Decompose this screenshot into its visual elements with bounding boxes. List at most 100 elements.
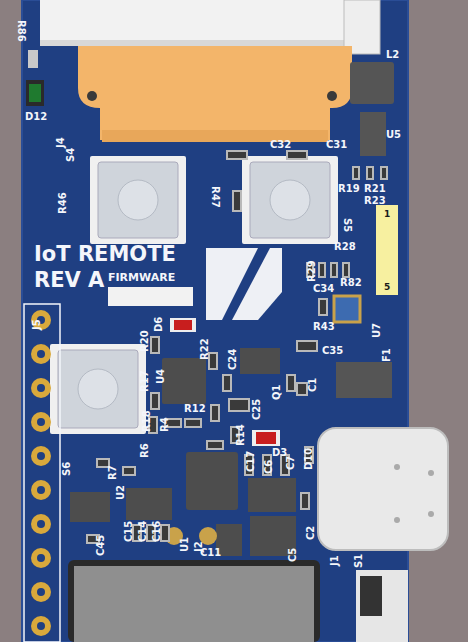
silkscreen-label: R21 (364, 184, 386, 194)
smd-body (152, 394, 158, 408)
silkscreen-label: R28 (334, 242, 356, 252)
silkscreen-label: C2 (306, 526, 316, 540)
pin-hole (37, 452, 45, 460)
silkscreen-label: R6 (140, 443, 150, 458)
smd-body (302, 494, 308, 508)
pin-hole (37, 486, 45, 494)
silkscreen-label: D12 (25, 112, 47, 122)
header-pin (31, 582, 51, 602)
silkscreen-label: R29 (307, 260, 317, 282)
silkscreen-label: J4 (56, 137, 66, 148)
smd-part (286, 374, 296, 392)
smd-body (298, 342, 316, 350)
header-pin (31, 378, 51, 398)
smd-part (296, 382, 308, 396)
silkscreen-label: S4 (66, 148, 76, 162)
smd-part (228, 398, 250, 412)
silkscreen-label: D10 (304, 448, 314, 470)
smd-part (352, 166, 360, 180)
smd-body (288, 152, 306, 158)
silkscreen-label: D3 (272, 448, 287, 458)
pin-hole (37, 350, 45, 358)
header-pin (31, 412, 51, 432)
button-cap (270, 180, 310, 220)
smd-body (320, 264, 324, 276)
smd-part (222, 374, 232, 392)
silkscreen-label: R17 (140, 370, 150, 392)
silkscreen-label: U4 (156, 369, 166, 384)
button-cap (118, 180, 158, 220)
pin-hole (37, 418, 45, 426)
smd-part (210, 404, 220, 422)
smd-body (152, 338, 158, 352)
smd-body (98, 460, 108, 466)
smd-part (226, 150, 248, 160)
smd-part (206, 440, 224, 450)
silkscreen-label: J5 (32, 319, 42, 330)
board-title: REV A (34, 270, 104, 291)
smd-part (366, 166, 374, 180)
pin-hole (37, 622, 45, 630)
smd-body (208, 442, 222, 448)
header-pin (31, 548, 51, 568)
silkscreen-label: L2 (386, 50, 399, 60)
smd-body (224, 376, 230, 390)
smd-part (232, 190, 242, 212)
silkscreen-label: FIRMWARE (108, 272, 175, 283)
smd-body (186, 420, 200, 426)
smd-body (320, 300, 326, 314)
silkscreen-label: R22 (200, 338, 210, 360)
header-pin (31, 310, 51, 330)
silkscreen-label: R12 (184, 404, 206, 414)
button-frame (90, 156, 186, 244)
smd-body (354, 168, 358, 178)
silkscreen-label: S6 (62, 462, 72, 476)
silkscreen-label: U5 (386, 130, 401, 140)
smd-part (296, 340, 318, 352)
silkscreen-label: C32 (270, 140, 291, 150)
silkscreen-label: R23 (364, 196, 386, 206)
silkscreen-label: C17 (246, 451, 256, 472)
pin-hole (37, 384, 45, 392)
silkscreen-label: C25 (252, 399, 262, 420)
smd-part (330, 262, 338, 278)
smd-body (288, 376, 294, 390)
header-pin (31, 480, 51, 500)
smd-body (234, 192, 240, 210)
silkscreen-label: C1 (308, 378, 318, 392)
silkscreen-label: D6 (154, 317, 164, 332)
tact-button (98, 162, 178, 238)
silkscreen-label: R20 (140, 330, 150, 352)
smd-body (210, 354, 216, 368)
silkscreen-label: 1 (384, 210, 390, 219)
smd-part (286, 150, 308, 160)
silkscreen-label: S5 (342, 218, 352, 232)
silkscreen-label: C16 (152, 521, 162, 542)
silkscreen-label: R47 (210, 186, 220, 208)
button-frame (242, 156, 338, 244)
silkscreen-label: 5 (384, 283, 390, 292)
silkscreen-label: C11 (200, 548, 221, 558)
tact-button (58, 350, 138, 428)
silkscreen-label: F1 (382, 348, 392, 362)
button-frame (50, 344, 146, 434)
silkscreen-label: R82 (340, 278, 362, 288)
header-pin (31, 616, 51, 636)
silkscreen-label: C15 (124, 521, 134, 542)
silkscreen-label: R43 (313, 322, 335, 332)
smd-body (162, 526, 168, 540)
smd-part (184, 418, 202, 428)
silkscreen-label: R46 (58, 192, 68, 214)
silkscreen-label: R19 (338, 184, 360, 194)
smd-part (342, 262, 350, 278)
silkscreen-label: C14 (138, 521, 148, 542)
silkscreen-label: Q1 (272, 385, 282, 400)
smd-body (344, 264, 348, 276)
smd-part (380, 166, 388, 180)
smd-part (318, 298, 328, 316)
silkscreen-label: C45 (96, 535, 106, 556)
silkscreen-label: C6 (264, 460, 274, 474)
smd-body (332, 264, 336, 276)
smd-part (150, 336, 160, 354)
